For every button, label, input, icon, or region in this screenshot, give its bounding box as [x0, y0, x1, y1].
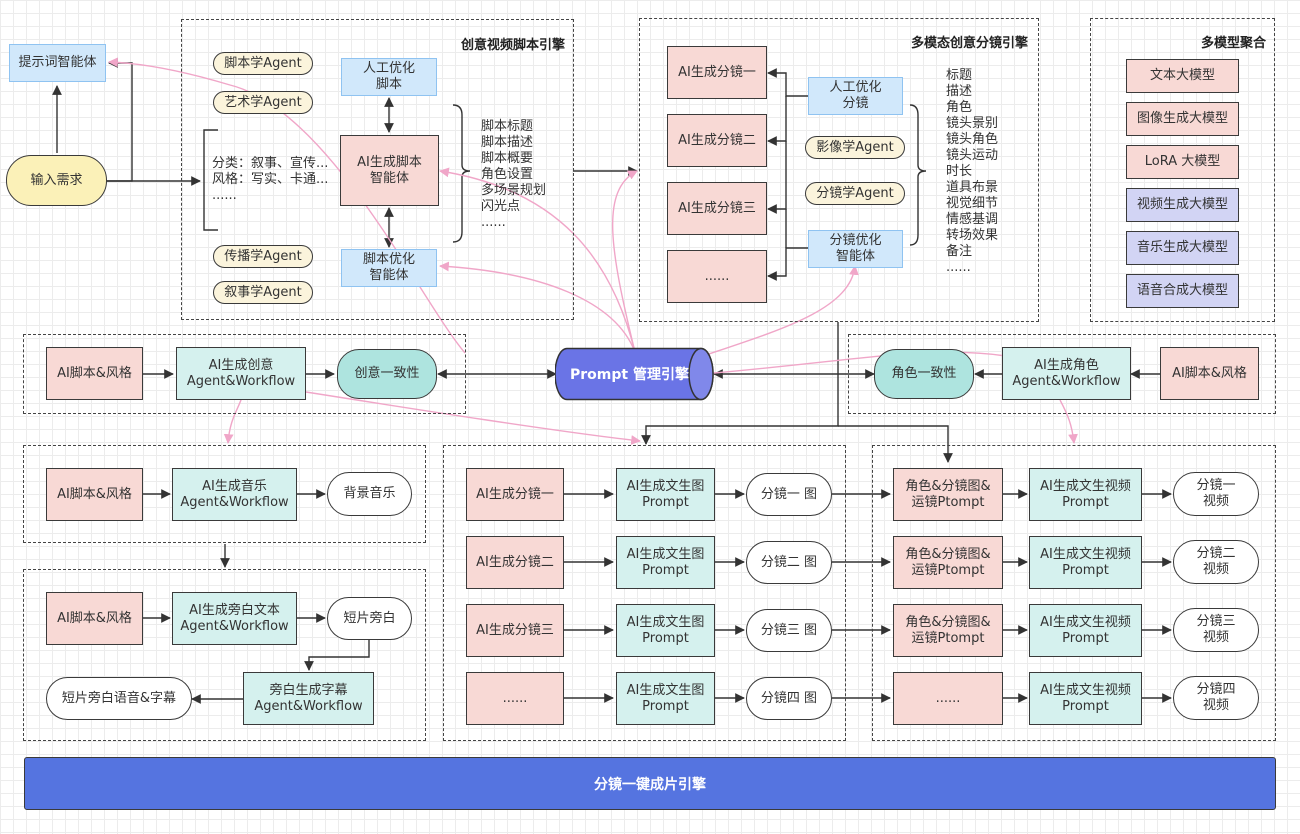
narration-voice-subtitle[interactable]: 短片旁白语音&字幕	[46, 677, 192, 720]
group-title-script-engine: 创意视频脚本引擎	[460, 38, 565, 53]
script-engine-group: 创意视频脚本引擎	[181, 19, 574, 320]
input-requirement-node[interactable]: 输入需求	[6, 155, 107, 206]
prompt-engine-cylinder[interactable]	[555, 347, 717, 401]
creative-script-style[interactable]: AI脚本&风格	[46, 347, 143, 400]
model-aggregation-group: 多模型聚合	[1090, 18, 1275, 322]
storyboard-fields: 标题 描述 角色 镜头景别 镜头角色 镜头运动 时长 道具布景 视觉细节 情感基…	[946, 68, 999, 275]
video-row-prompt-1[interactable]: AI生成文生视频 Prompt	[1029, 468, 1142, 521]
manual-storyboard-opt[interactable]: 人工优化 分镜	[808, 77, 903, 115]
speech-synthesis-model[interactable]: 语音合成大模型	[1126, 274, 1239, 308]
communication-agent[interactable]: 传播学Agent	[213, 245, 313, 268]
group-title-storyboard-engine: 多模态创意分镜引擎	[910, 36, 1028, 51]
image-row-prompt-1[interactable]: AI生成文生图 Prompt	[616, 468, 715, 521]
video-group	[872, 445, 1276, 741]
manual-script-opt[interactable]: 人工优化 脚本	[341, 58, 437, 96]
video-row-camera-4[interactable]: ......	[893, 672, 1003, 725]
script-fields: 脚本标题 脚本描述 脚本概要 角色设置 多场景规划 闪光点 ......	[481, 119, 547, 230]
video-row-output-1[interactable]: 分镜一 视频	[1173, 472, 1259, 516]
music-gen-model[interactable]: 音乐生成大模型	[1126, 231, 1239, 265]
prompt-agent-node[interactable]: 提示词智能体	[9, 44, 106, 82]
video-row-camera-2[interactable]: 角色&分镜图& 运镜Ptompt	[893, 536, 1003, 589]
role-consistency[interactable]: 角色一致性	[874, 349, 974, 399]
creative-agent-workflow[interactable]: AI生成创意 Agent&Workflow	[176, 347, 306, 400]
creative-consistency[interactable]: 创意一致性	[337, 349, 437, 399]
narrative-agent[interactable]: 叙事学Agent	[213, 281, 313, 304]
image-row-shot-2[interactable]: AI生成分镜二	[466, 536, 564, 589]
storyboard-shot-3[interactable]: AI生成分镜三	[667, 182, 767, 235]
image-row-prompt-2[interactable]: AI生成文生图 Prompt	[616, 536, 715, 589]
group-title-model-aggregation: 多模型聚合	[1200, 36, 1266, 51]
video-gen-model[interactable]: 视频生成大模型	[1126, 188, 1239, 222]
script-agent[interactable]: 脚本学Agent	[213, 52, 313, 75]
video-row-prompt-4[interactable]: AI生成文生视频 Prompt	[1029, 672, 1142, 725]
one-click-film-engine[interactable]: 分镜一键成片引擎	[24, 757, 1276, 810]
classification-text: 分类：叙事、宣传... 风格：写实、卡通... ......	[212, 156, 329, 203]
storyboard-shot-1[interactable]: AI生成分镜一	[667, 46, 767, 99]
ai-script-agent[interactable]: AI生成脚本 智能体	[340, 135, 439, 206]
script-optimizer-agent[interactable]: 脚本优化 智能体	[341, 249, 437, 287]
image-row-shot-4[interactable]: ......	[466, 672, 564, 725]
image-gen-model[interactable]: 图像生成大模型	[1126, 102, 1239, 136]
video-row-camera-1[interactable]: 角色&分镜图& 运镜Ptompt	[893, 468, 1003, 521]
role-consistency-group	[848, 334, 1276, 414]
role-agent-workflow[interactable]: AI生成角色 Agent&Workflow	[1002, 347, 1131, 400]
music-group	[23, 445, 426, 543]
image-row-shot-1[interactable]: AI生成分镜一	[466, 468, 564, 521]
video-row-output-2[interactable]: 分镜二 视频	[1173, 540, 1259, 584]
subtitle-agent-workflow[interactable]: 旁白生成字幕 Agent&Workflow	[243, 672, 374, 725]
storyboard-engine-group: 多模态创意分镜引擎	[639, 18, 1039, 322]
music-agent-workflow[interactable]: AI生成音乐 Agent&Workflow	[172, 468, 297, 521]
music-script-style[interactable]: AI脚本&风格	[46, 468, 143, 521]
video-row-output-3[interactable]: 分镜三 视频	[1173, 608, 1259, 652]
image-row-output-2[interactable]: 分镜二 图	[746, 541, 832, 584]
prompt-engine-label: Prompt 管理引擎	[570, 367, 689, 383]
text-model[interactable]: 文本大模型	[1126, 59, 1239, 93]
narration-group	[23, 569, 426, 741]
image-row-prompt-3[interactable]: AI生成文生图 Prompt	[616, 604, 715, 657]
imaging-agent[interactable]: 影像学Agent	[805, 136, 905, 159]
narration-agent-workflow[interactable]: AI生成旁白文本 Agent&Workflow	[172, 592, 297, 645]
image-row-output-3[interactable]: 分镜三 图	[746, 609, 832, 652]
art-agent[interactable]: 艺术学Agent	[213, 91, 313, 114]
image-row-output-4[interactable]: 分镜四 图	[746, 677, 832, 720]
storyboarding-agent[interactable]: 分镜学Agent	[805, 182, 905, 205]
short-narration[interactable]: 短片旁白	[327, 597, 412, 640]
creative-consistency-group	[23, 334, 466, 414]
image-row-prompt-4[interactable]: AI生成文生图 Prompt	[616, 672, 715, 725]
storyboard-shot-more[interactable]: ......	[667, 250, 767, 303]
storyboard-shot-2[interactable]: AI生成分镜二	[667, 114, 767, 167]
video-row-prompt-2[interactable]: AI生成文生视频 Prompt	[1029, 536, 1142, 589]
image-group	[443, 445, 846, 741]
role-script-style[interactable]: AI脚本&风格	[1160, 347, 1259, 400]
lora-model[interactable]: LoRA 大模型	[1126, 145, 1239, 179]
video-row-camera-3[interactable]: 角色&分镜图& 运镜Ptompt	[893, 604, 1003, 657]
narration-script-style[interactable]: AI脚本&风格	[46, 592, 143, 645]
image-row-shot-3[interactable]: AI生成分镜三	[466, 604, 564, 657]
image-row-output-1[interactable]: 分镜一 图	[746, 473, 832, 516]
video-row-output-4[interactable]: 分镜四 视频	[1173, 676, 1259, 720]
video-row-prompt-3[interactable]: AI生成文生视频 Prompt	[1029, 604, 1142, 657]
storyboard-optimizer-agent[interactable]: 分镜优化 智能体	[808, 230, 903, 268]
background-music[interactable]: 背景音乐	[327, 472, 412, 516]
